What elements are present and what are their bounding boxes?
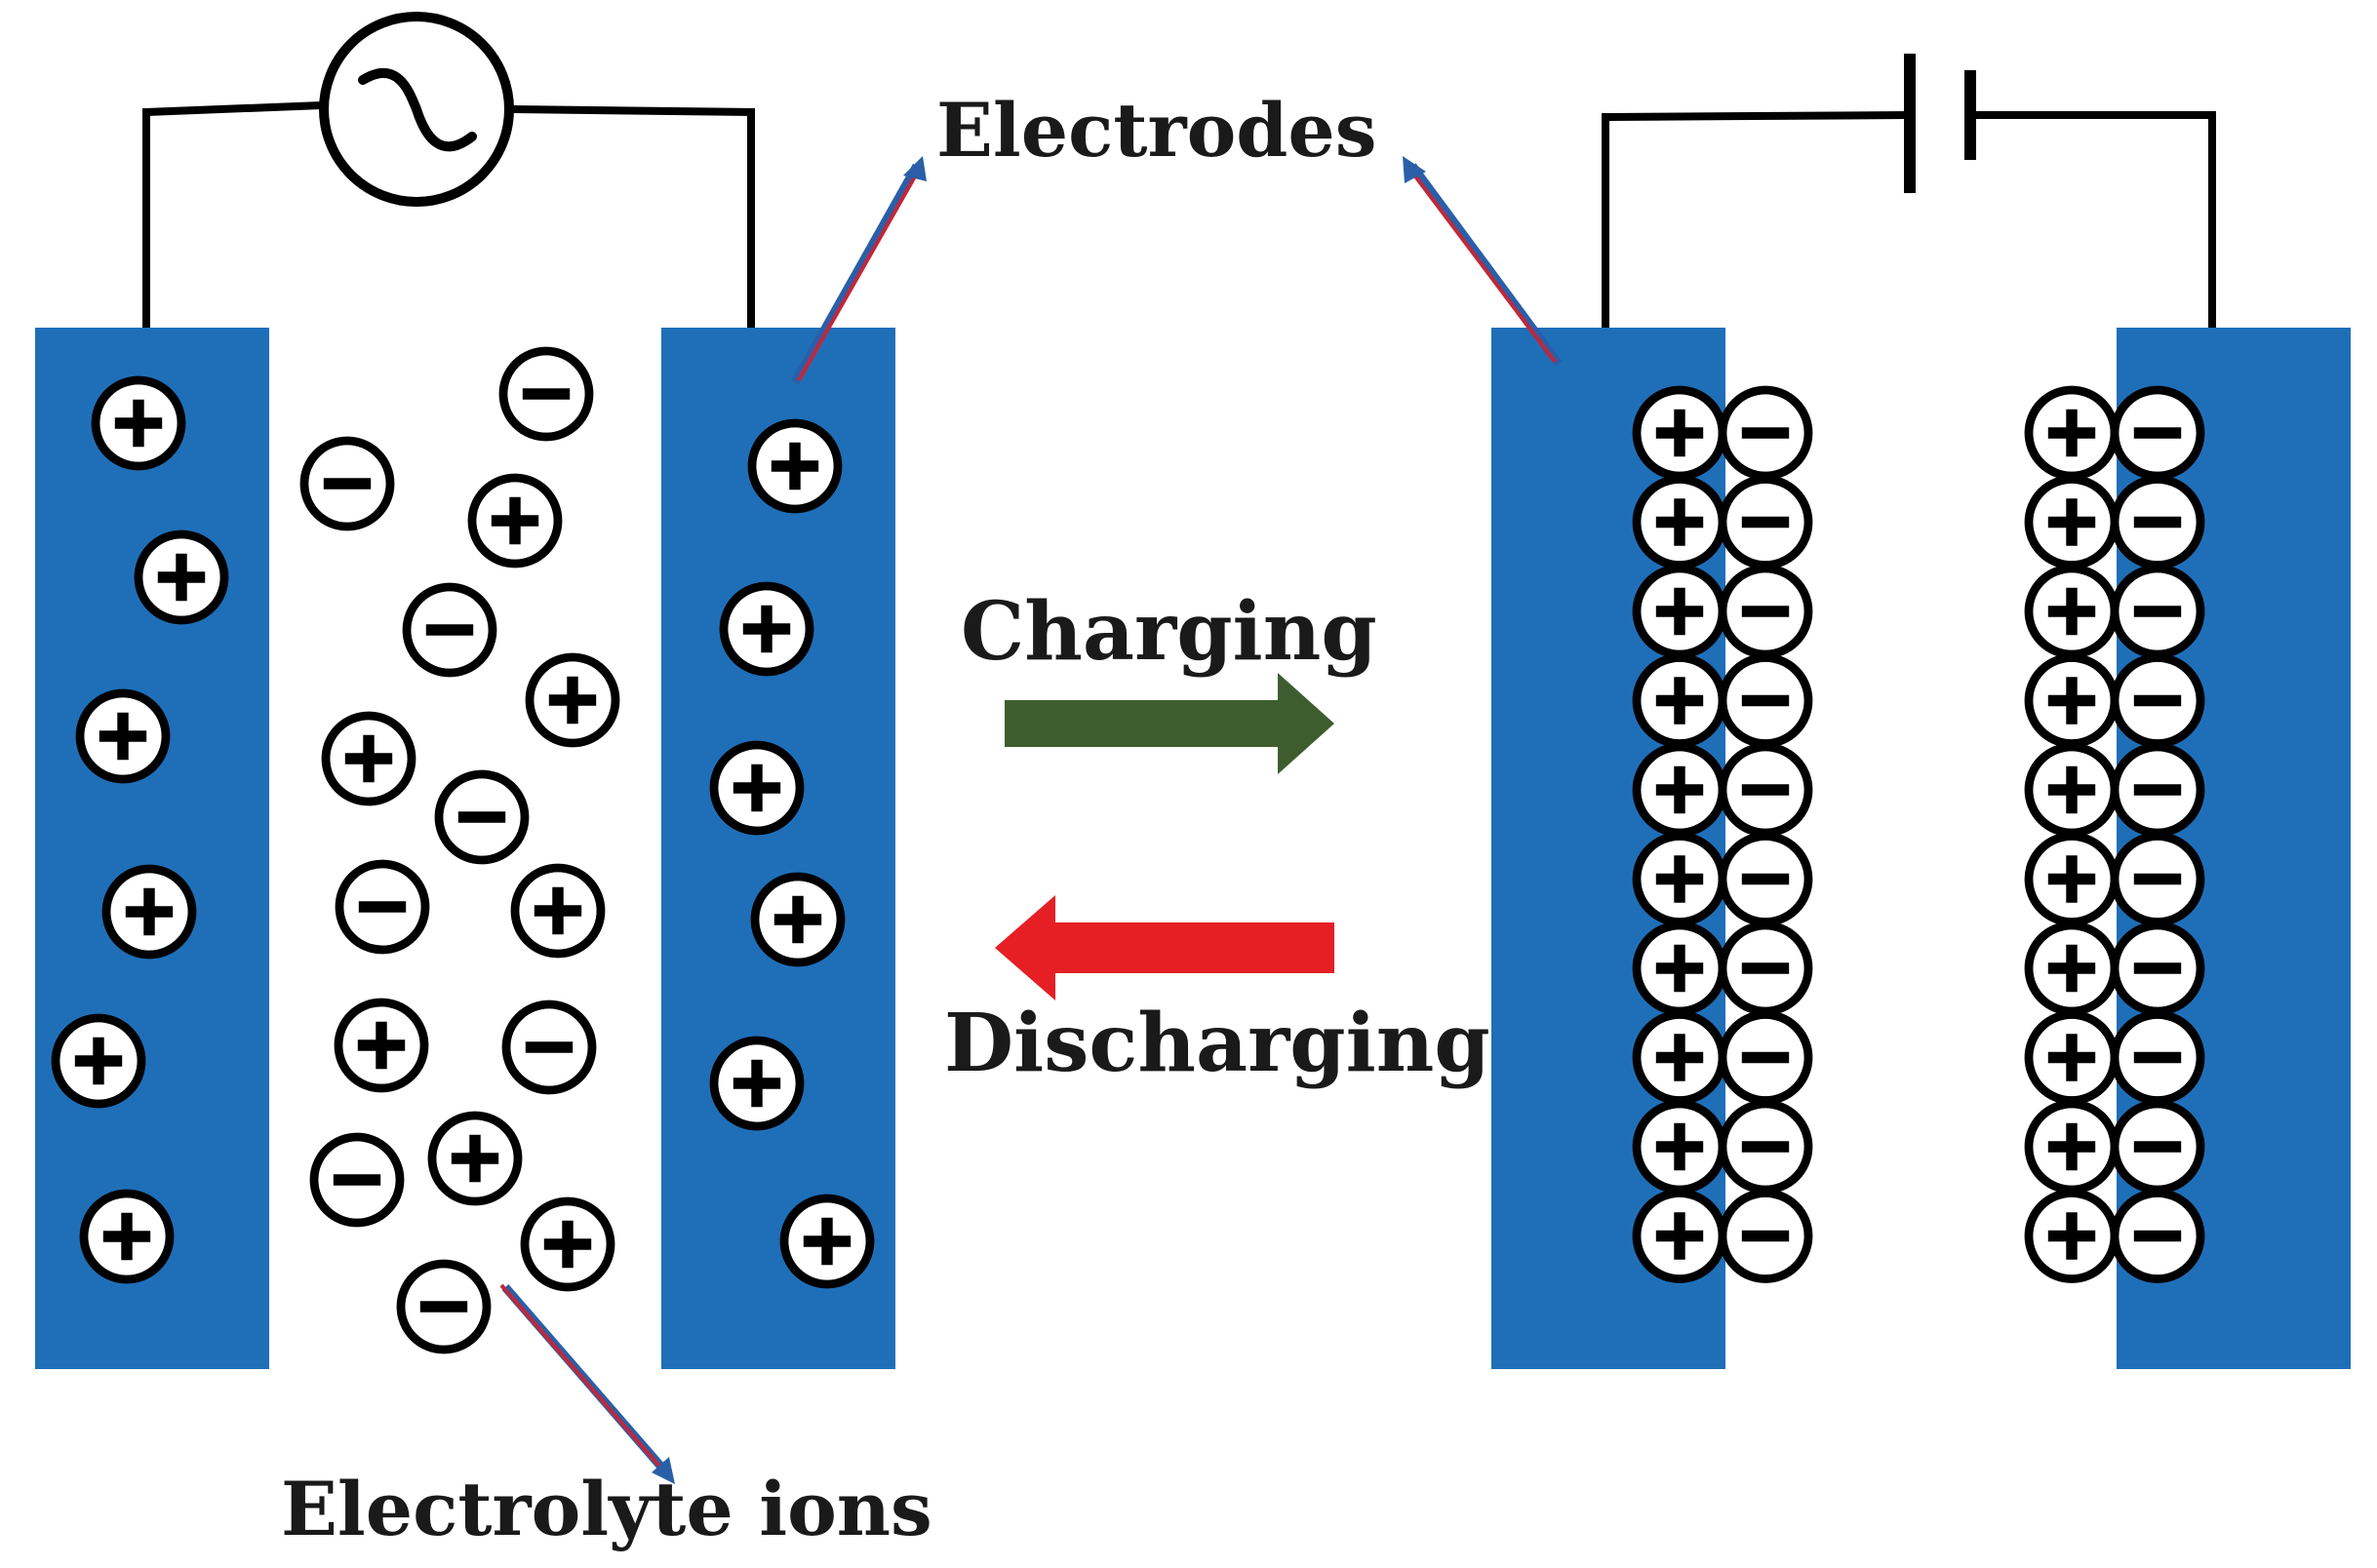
negative-ion-icon [2110,921,2205,1016]
negative-ion-icon [309,1132,405,1228]
positive-ion-icon [91,375,186,471]
negative-ion-icon [2110,1010,2205,1105]
positive-ion-icon [1632,921,1727,1016]
negative-ion-icon [1718,1010,1813,1105]
positive-ion-icon [427,1111,523,1206]
negative-ion-icon [2110,564,2205,659]
negative-ion-icon [2110,742,2205,838]
positive-ion-icon [1632,832,1727,926]
positive-ion-icon [2024,832,2119,926]
negative-ion-icon [1718,385,1813,481]
negative-ion-icon [2110,1189,2205,1283]
positive-ion-icon [2024,564,2119,659]
negative-ion-icon [1718,564,1813,659]
discharging-label: Discharging [944,997,1490,1090]
positive-ion-icon [2024,742,2119,838]
negative-ion-icon [2110,475,2205,569]
positive-ion-icon [2024,653,2119,748]
ac-source-icon [319,12,514,207]
negative-ion-icon [1718,475,1813,569]
negative-ion-icon [2110,385,2205,481]
positive-ion-icon [1632,475,1727,569]
positive-ion-icon [1632,1099,1727,1195]
electrolyte-pointer [499,1283,675,1484]
positive-ion-icon [321,711,416,806]
electrode-pointer-right [1403,156,1563,367]
left-circuit-wire-right [511,105,755,330]
right-circuit-wire-left [1602,111,1911,330]
positive-ion-icon [334,998,429,1093]
positive-ion-icon [709,1036,805,1131]
negative-ion-icon [299,436,395,531]
positive-ion-icon [520,1196,615,1292]
negative-ion-icon [1718,653,1813,748]
positive-ion-icon [719,581,814,677]
negative-ion-icon [434,769,530,865]
positive-ion-icon [750,872,846,967]
positive-ion-icon [134,529,229,625]
free-ions-group [51,346,875,1354]
right-circuit-wire-right [1970,111,2216,330]
positive-ion-icon [1632,742,1727,838]
positive-ion-icon [51,1013,146,1109]
positive-ion-icon [101,864,197,960]
negative-ion-icon [2110,832,2205,926]
positive-ion-icon [467,473,563,568]
battery-icon [1904,54,1976,193]
positive-ion-icon [1632,385,1727,481]
negative-ion-icon [501,1000,597,1095]
positive-ion-icon [779,1194,875,1289]
positive-ion-icon [1632,653,1727,748]
positive-ion-icon [2024,385,2119,481]
negative-ion-icon [498,346,594,442]
positive-ion-icon [747,418,843,514]
negative-ion-icon [1718,921,1813,1016]
positive-ion-icon [79,1189,175,1284]
negative-ion-icon [2110,653,2205,748]
charging-arrow [1005,673,1334,774]
electrode-pointer-left [791,156,927,385]
negative-ion-icon [396,1259,492,1354]
positive-ion-icon [2024,475,2119,569]
positive-ion-icon [2024,1010,2119,1105]
electrolyte-ions-label: Electrolyte ions [281,1466,932,1552]
positive-ion-icon [1632,1010,1727,1105]
negative-ion-icon [335,859,430,955]
left-circuit-wire [142,101,323,330]
positive-ion-icon [1632,1189,1727,1283]
electrodes-label: Electrodes [936,87,1377,174]
positive-ion-icon [1632,564,1727,659]
negative-ion-icon [1718,1099,1813,1195]
negative-ion-icon [402,582,497,678]
negative-ion-icon [1718,1189,1813,1283]
positive-ion-icon [75,688,171,784]
positive-ion-icon [2024,1099,2119,1195]
left-electrode-a [35,328,269,1369]
charged-cell [1491,54,2351,1369]
discharging-arrow [995,895,1334,1000]
discharged-cell [35,12,895,1369]
positive-ion-icon [525,652,620,748]
negative-ion-icon [1718,742,1813,838]
positive-ion-icon [2024,1189,2119,1283]
charging-label: Charging [961,585,1377,679]
positive-ion-icon [709,740,805,836]
positive-ion-icon [510,863,606,959]
double-layer-ions-group [1632,385,2205,1283]
positive-ion-icon [2024,921,2119,1016]
negative-ion-icon [2110,1099,2205,1195]
negative-ion-icon [1718,832,1813,926]
